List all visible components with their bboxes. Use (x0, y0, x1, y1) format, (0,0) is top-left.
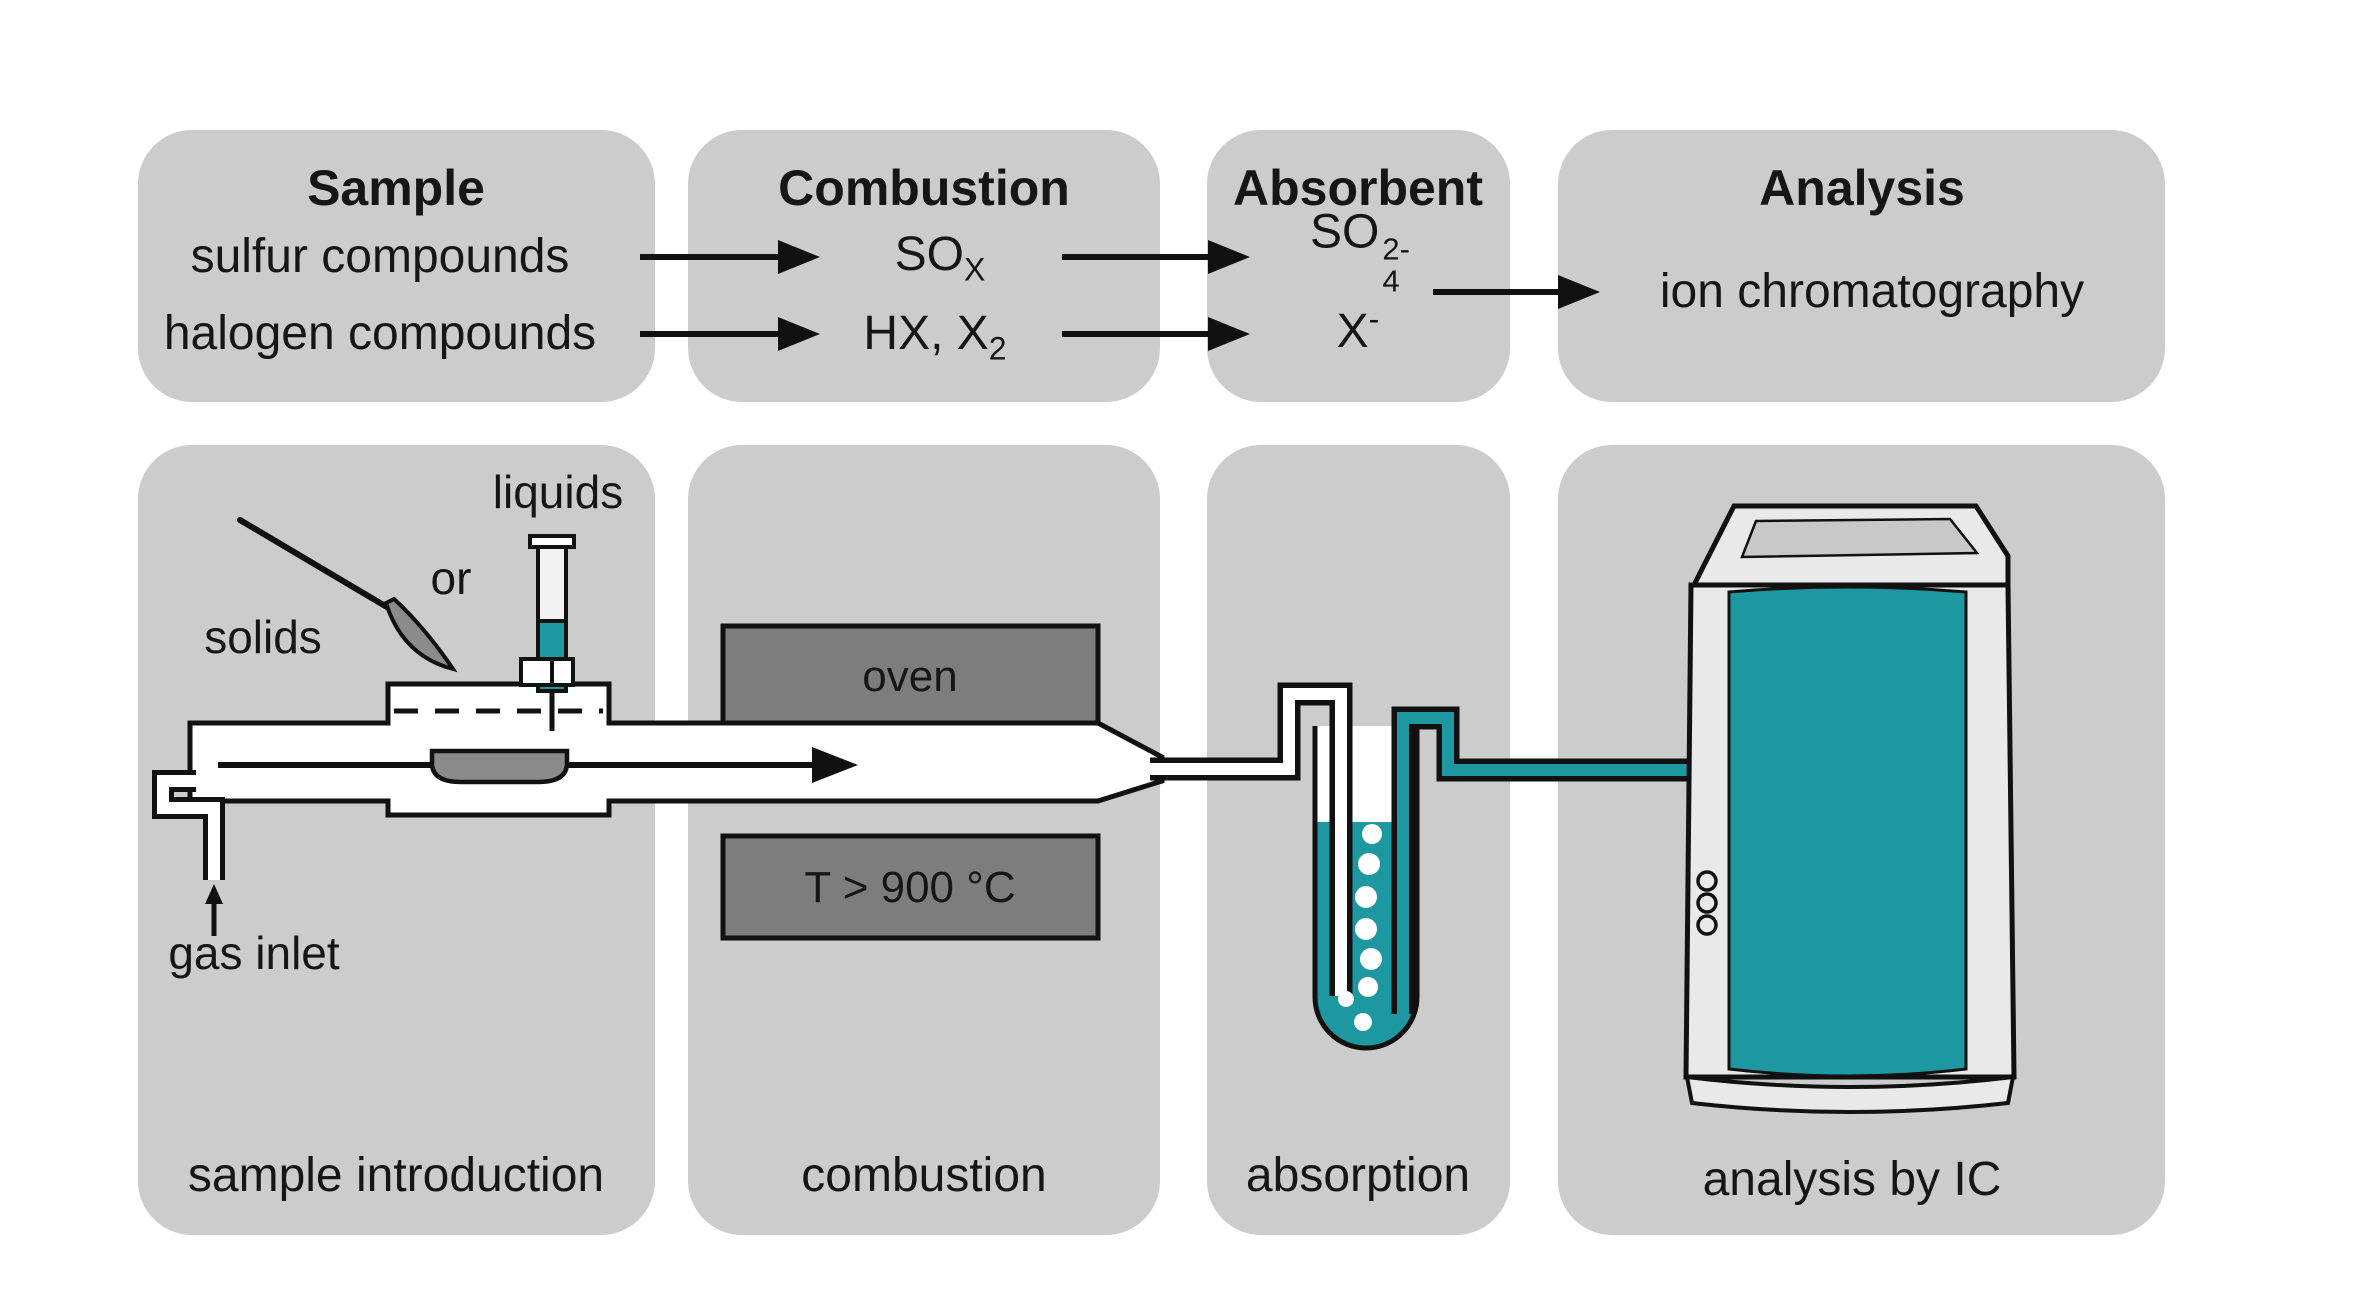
solids-label: solids (204, 610, 322, 663)
syringe-icon (519, 534, 576, 731)
ic-instrument (1683, 503, 2017, 1114)
liquids-label: liquids (492, 465, 624, 518)
gas-bubbles (1338, 824, 1382, 1031)
combustion-product-hx: HX, X2 (863, 306, 1007, 367)
outlet-line-to-ic (1391, 706, 1695, 1014)
combustion-caption: combustion (801, 1148, 1047, 1202)
combustion-title: Combustion (778, 159, 1070, 216)
temperature-label: T > 900 °C (804, 862, 1016, 912)
absorbent-product-halide: X- (1336, 300, 1380, 358)
analysis-caption: analysis by IC (1702, 1152, 2002, 1206)
absorbent-top-panel (1207, 130, 1510, 402)
oven-label: oven (862, 651, 958, 701)
sample-row-halogen: halogen compounds (163, 306, 597, 360)
test-tube-outline (1312, 726, 1420, 1051)
sample-row-sulfur: sulfur compounds (190, 229, 570, 283)
sample-top-panel (138, 130, 655, 402)
analysis-title: Analysis (1759, 159, 1965, 216)
sample-boat (429, 748, 570, 785)
syringe-barrel-empty (536, 545, 568, 623)
ic-top-panel (1740, 517, 1980, 559)
ic-buttons (1696, 870, 1718, 936)
arrow-sox-to-sulfate (1062, 240, 1250, 274)
analysis-method: ion chromatography (1659, 264, 2085, 318)
temperature-block (720, 833, 1101, 941)
ic-base (1684, 1074, 2016, 1114)
ic-front-door (1727, 585, 1968, 1078)
absorbent-title: Absorbent (1233, 159, 1483, 216)
analysis-top-panel (1558, 130, 2165, 402)
oven-block (720, 623, 1101, 729)
sample-introduction-panel (138, 445, 655, 1235)
arrow-hx-to-halide (1062, 317, 1250, 351)
spatula-icon (237, 517, 458, 673)
arrow-absorbent-to-analysis (1433, 275, 1600, 309)
arrow-halogen-to-hx (640, 317, 820, 351)
injection-port-fitting (519, 657, 575, 687)
gas-inlet-tube (152, 770, 225, 880)
combustion-product-sox: SOX (894, 227, 986, 288)
or-label: or (430, 551, 472, 604)
gas-inlet-arrow (205, 884, 223, 936)
combustion-tube (187, 681, 1165, 818)
sample-introduction-caption: sample introduction (187, 1148, 605, 1202)
sample-title: Sample (307, 159, 485, 216)
absorption-caption: absorption (1245, 1148, 1471, 1202)
arrow-sulfur-to-sox (640, 240, 820, 274)
gas-inlet-label: gas inlet (168, 926, 340, 979)
